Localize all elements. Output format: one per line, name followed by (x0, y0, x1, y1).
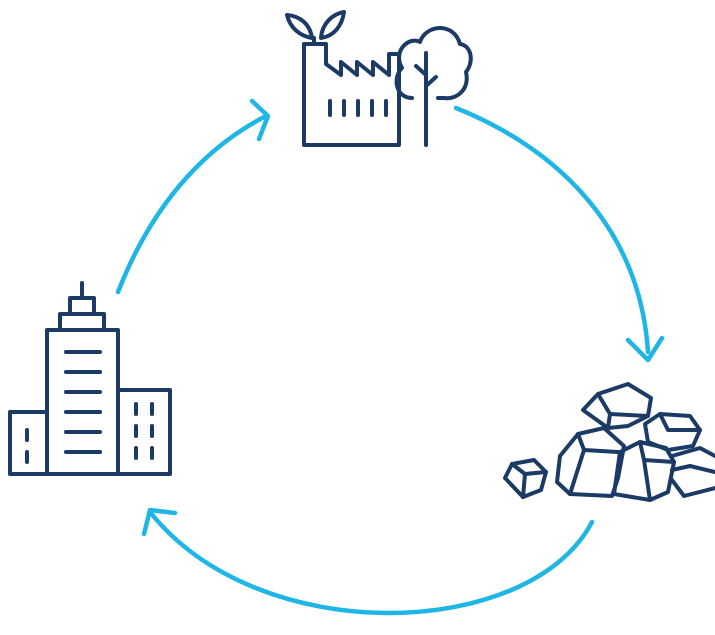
arrow-materials-to-city (141, 507, 595, 616)
factory-with-trees-icon (285, 10, 473, 147)
arrow-factory-to-materials (453, 105, 665, 363)
arrow-city-to-factory (115, 98, 271, 295)
city-buildings-icon (8, 281, 172, 476)
rocks-pile-icon (503, 382, 715, 502)
